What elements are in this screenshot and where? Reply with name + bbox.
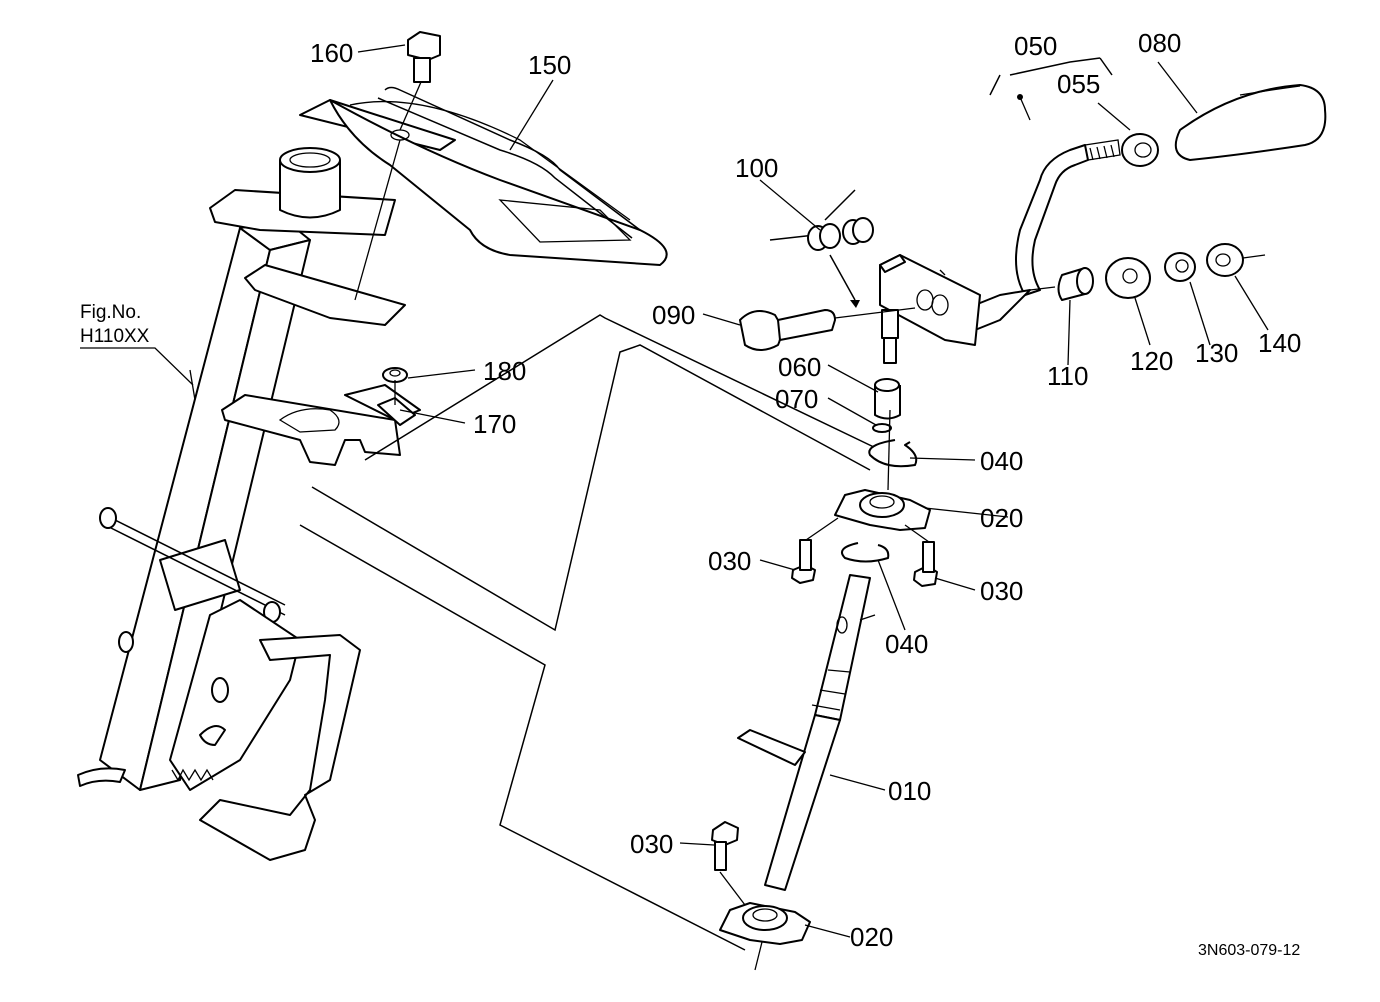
label-130: 130 — [1195, 338, 1238, 368]
label-110: 110 — [1047, 361, 1088, 391]
label-090: 090 — [652, 300, 695, 330]
label-040-lower: 040 — [885, 629, 928, 659]
label-020-upper: 020 — [980, 503, 1023, 533]
clip-040-upper — [868, 439, 918, 468]
lever-050 — [974, 57, 1121, 331]
label-160: 160 — [310, 38, 353, 68]
knob-080 — [1174, 84, 1327, 161]
label-070: 070 — [775, 384, 818, 414]
pin-090 — [739, 307, 916, 351]
nut-140 — [1206, 243, 1266, 277]
figure-ref-line1: Fig.No. — [80, 302, 141, 323]
bushing-060 — [874, 378, 901, 420]
part-labels: 160 150 050 080 055 100 090 060 070 040 … — [80, 28, 1301, 959]
frame-assembly — [77, 147, 406, 861]
washer-070 — [872, 423, 892, 433]
label-170: 170 — [473, 409, 516, 439]
drawing-code: 3N603-079-12 — [1198, 942, 1300, 959]
label-010: 010 — [888, 776, 931, 806]
label-060: 060 — [778, 352, 821, 382]
bolts-030 — [711, 517, 938, 906]
phantom-lines — [299, 314, 881, 951]
pedal-150 — [299, 86, 668, 266]
bearing-020-upper — [834, 409, 931, 531]
bearing-020-lower — [719, 902, 811, 971]
label-080: 080 — [1138, 28, 1181, 58]
label-030-bottom: 030 — [630, 829, 673, 859]
spring-100 — [769, 189, 874, 308]
label-030-right: 030 — [980, 576, 1023, 606]
label-100: 100 — [735, 153, 778, 183]
pivot-block — [879, 254, 981, 364]
bolt-160 — [354, 31, 441, 301]
washer-120 — [1105, 257, 1151, 299]
bracket-170-nut-180 — [344, 367, 421, 426]
label-120: 120 — [1130, 346, 1173, 376]
label-040-upper: 040 — [980, 446, 1023, 476]
label-150: 150 — [528, 50, 571, 80]
spacer-110 — [1029, 267, 1094, 301]
clip-040-lower — [841, 542, 890, 563]
label-030-left: 030 — [708, 546, 751, 576]
nut-055 — [1121, 133, 1159, 167]
figure-ref-line2: H110XX — [80, 326, 150, 347]
spring-washer-130 — [1164, 252, 1196, 282]
label-140: 140 — [1258, 328, 1301, 358]
label-020-lower: 020 — [850, 922, 893, 952]
shaft-010 — [737, 574, 876, 891]
label-180: 180 — [483, 356, 526, 386]
label-050: 050 — [1014, 31, 1057, 61]
leader-lines — [80, 44, 1269, 938]
label-055: 055 — [1057, 69, 1100, 99]
